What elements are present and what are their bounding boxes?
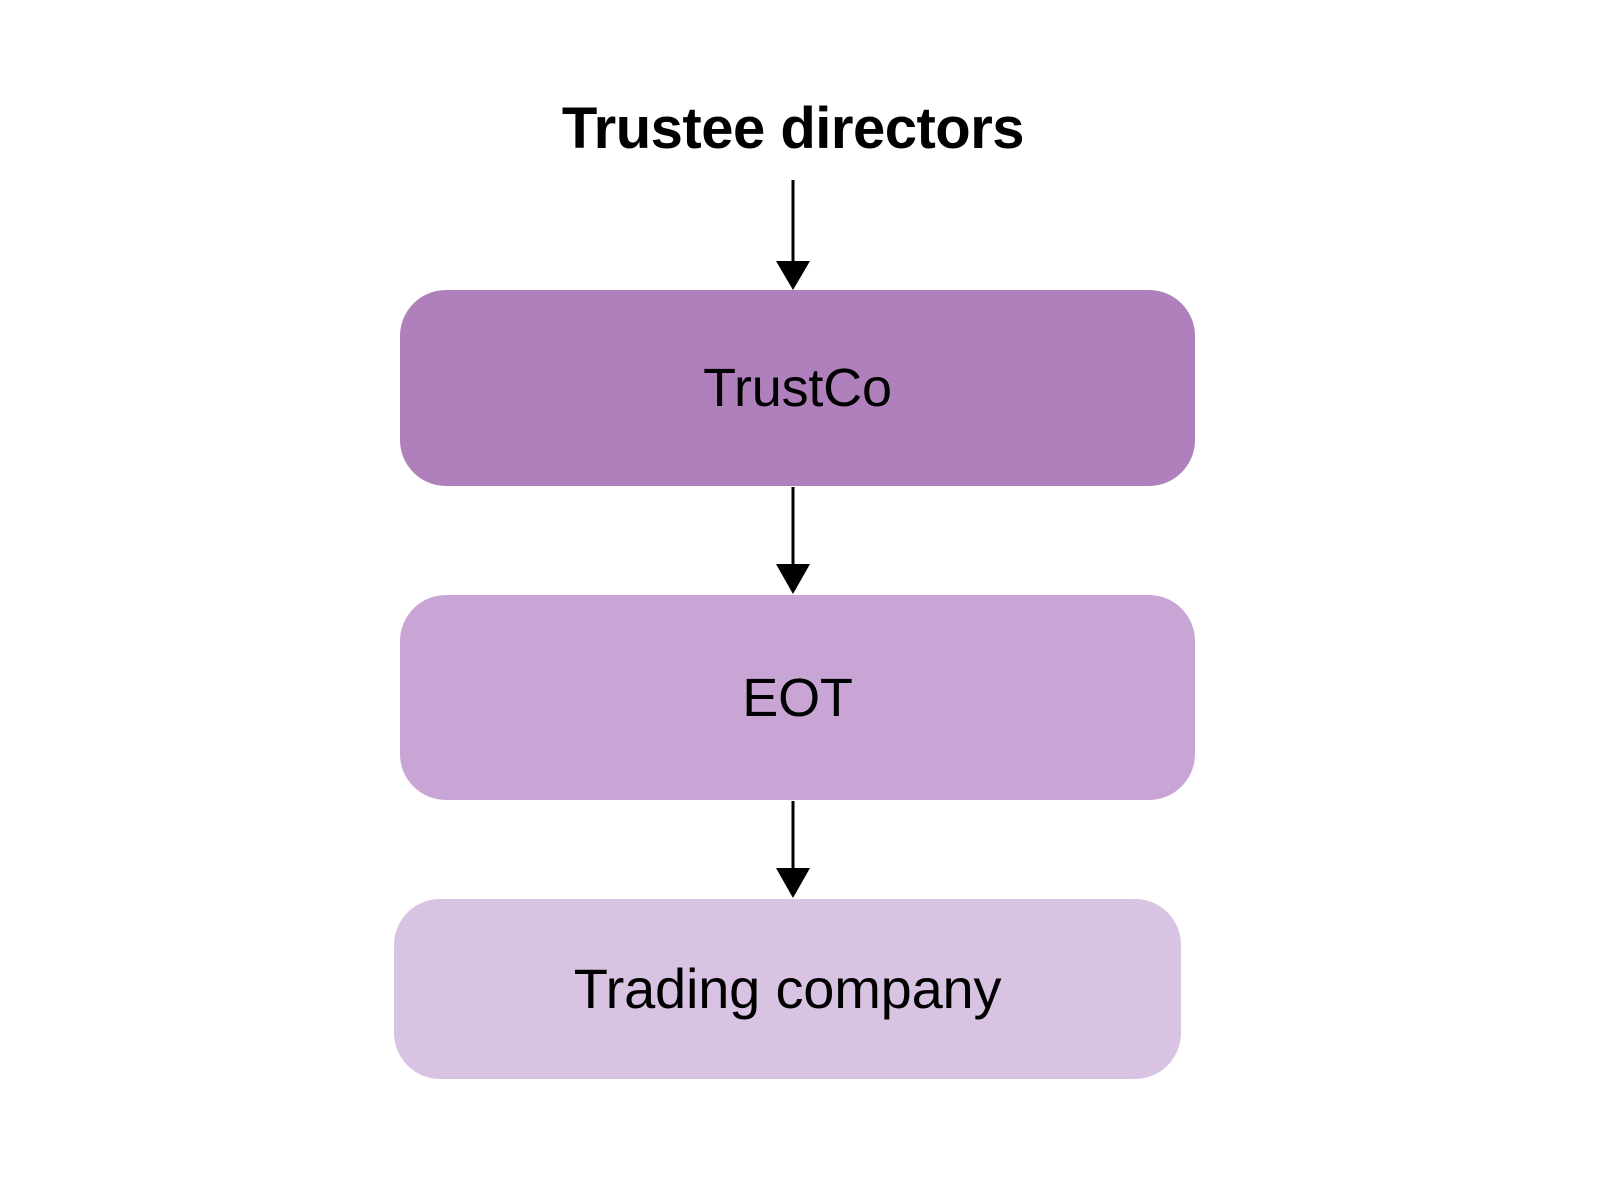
node-trustco-label: TrustCo	[703, 358, 892, 418]
node-trading-company-label: Trading company	[573, 957, 1002, 1020]
node-eot[interactable]: EOT	[400, 595, 1195, 800]
node-trustco[interactable]: TrustCo	[400, 290, 1195, 486]
edge-trustee-to-trustco	[776, 180, 810, 290]
node-eot-label: EOT	[742, 667, 853, 728]
node-trustee-directors: Trustee directors	[561, 96, 1025, 161]
node-trading-company[interactable]: Trading company	[394, 899, 1181, 1079]
edge-trustco-to-eot	[776, 487, 810, 594]
edge-eot-to-trading-company	[776, 801, 810, 898]
